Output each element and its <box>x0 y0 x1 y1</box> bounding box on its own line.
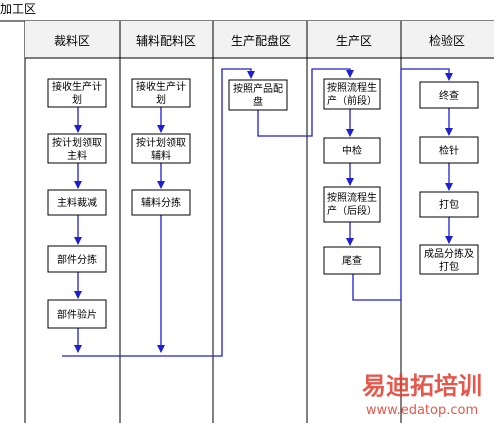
box-collect-main-material: 按计划领取 主料 <box>47 133 107 164</box>
box-production-back: 按照流程生 产（后段） <box>323 186 381 223</box>
svg-text:按计划领取: 按计划领取 <box>52 136 102 149</box>
svg-text:按照流程生: 按照流程生 <box>327 191 377 204</box>
box-mid-inspection: 中检 <box>323 137 381 164</box>
arrow-to-production <box>257 68 354 137</box>
svg-text:主料: 主料 <box>67 149 87 162</box>
svg-text:打包: 打包 <box>439 260 459 273</box>
process-boxes: 接收生产计 划 按计划领取 主料 主料裁减 部件分拣 部件验片 接收生产计 划 <box>47 78 479 329</box>
box-receive-plan-cutting: 接收生产计 划 <box>47 78 107 108</box>
svg-text:终查: 终查 <box>439 89 459 102</box>
box-final-inspection: 终查 <box>419 81 479 109</box>
box-receive-plan-accessories: 接收生产计 划 <box>131 78 191 108</box>
arrow-to-inspection <box>352 68 453 301</box>
svg-text:按照产品配: 按照产品配 <box>233 82 283 95</box>
watermark-url: www.edatop.com <box>366 403 478 418</box>
watermark-text: 易迪拓培训 <box>362 372 482 400</box>
svg-text:尾查: 尾查 <box>342 254 362 267</box>
arrow-to-matching <box>62 68 255 357</box>
svg-text:接收生产计: 接收生产计 <box>52 80 102 93</box>
box-needle-check: 检针 <box>419 136 479 164</box>
box-collect-accessories: 按计划领取 辅料 <box>131 133 191 164</box>
svg-text:成品分拣及: 成品分拣及 <box>424 247 474 260</box>
svg-text:打包: 打包 <box>439 198 459 211</box>
svg-text:产（前段）: 产（前段） <box>327 94 377 107</box>
svg-text:产（后段）: 产（后段） <box>327 204 377 217</box>
svg-text:按照流程生: 按照流程生 <box>327 81 377 94</box>
lane-title-accessories: 辅料配料区 <box>136 34 196 48</box>
box-parts-sorting: 部件分拣 <box>47 245 107 273</box>
svg-text:划: 划 <box>72 93 82 106</box>
svg-text:按计划领取: 按计划领取 <box>136 136 186 149</box>
svg-text:部件分拣: 部件分拣 <box>57 253 97 266</box>
box-main-material-cutting: 主料裁减 <box>47 189 107 216</box>
flow-arrows <box>62 68 453 357</box>
box-packing: 打包 <box>419 191 479 218</box>
lane-title-inspection: 检验区 <box>429 33 465 48</box>
svg-text:辅料分拣: 辅料分拣 <box>141 196 181 209</box>
lane-title-matching: 生产配盘区 <box>231 33 291 48</box>
svg-text:辅料: 辅料 <box>151 149 171 162</box>
svg-text:中检: 中检 <box>342 144 362 157</box>
svg-text:检针: 检针 <box>439 144 459 157</box>
svg-text:划: 划 <box>156 93 166 106</box>
diagram-title: 加工区 <box>0 2 36 16</box>
box-accessories-sorting: 辅料分拣 <box>131 189 191 216</box>
box-sort-and-pack: 成品分拣及 打包 <box>419 244 479 275</box>
lane-title-production: 生产区 <box>336 34 372 48</box>
lane-title-cutting: 裁料区 <box>54 34 90 48</box>
watermark: 易迪拓培训 www.edatop.com <box>362 372 482 418</box>
box-parts-inspection: 部件验片 <box>47 299 107 329</box>
box-production-front: 按照流程生 产（前段） <box>323 78 381 110</box>
svg-text:接收生产计: 接收生产计 <box>136 80 186 93</box>
box-match-by-product: 按照产品配 盘 <box>228 79 288 111</box>
svg-text:盘: 盘 <box>253 95 263 108</box>
svg-text:部件验片: 部件验片 <box>57 308 97 321</box>
svg-text:主料裁减: 主料裁减 <box>57 196 97 209</box>
box-final-check-production: 尾查 <box>323 246 381 275</box>
lane-headers: 裁料区 辅料配料区 生产配盘区 生产区 检验区 <box>25 21 494 59</box>
